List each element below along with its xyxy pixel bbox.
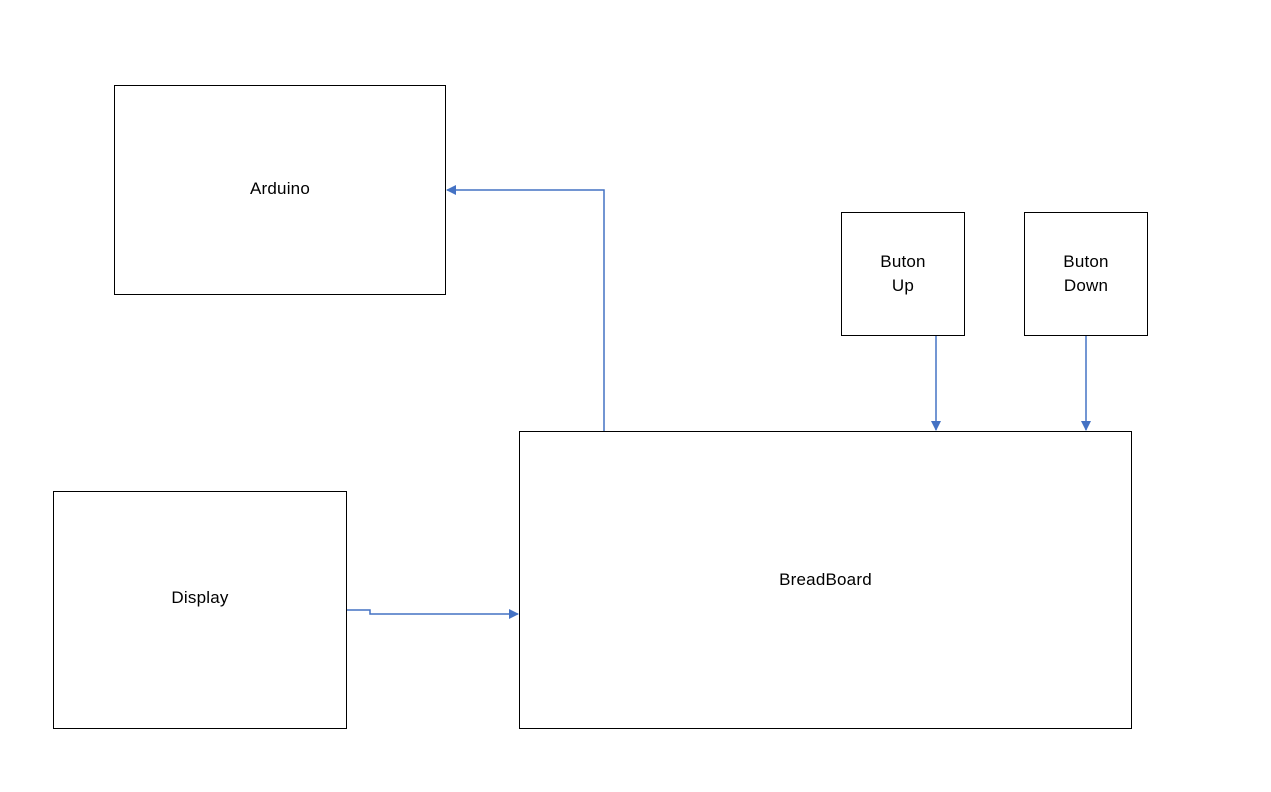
connector-breadboard-to-arduino [446,185,605,431]
button-up-label-line1: Buton [880,252,926,271]
display-block: Display [53,491,347,729]
connector-display-to-breadboard [347,609,519,619]
breadboard-label: BreadBoard [779,570,872,589]
button-down-label-line2: Down [1063,276,1109,295]
arduino-label: Arduino [250,179,310,198]
button-down-block: Buton Down [1024,212,1148,336]
button-up-block: Buton Up [841,212,965,336]
button-up-label-line2: Up [891,276,915,295]
breadboard-block: BreadBoard [519,431,1132,729]
button-down-label-line1: Buton [1063,252,1109,271]
arduino-block: Arduino [114,85,446,295]
display-label: Display [171,588,229,607]
